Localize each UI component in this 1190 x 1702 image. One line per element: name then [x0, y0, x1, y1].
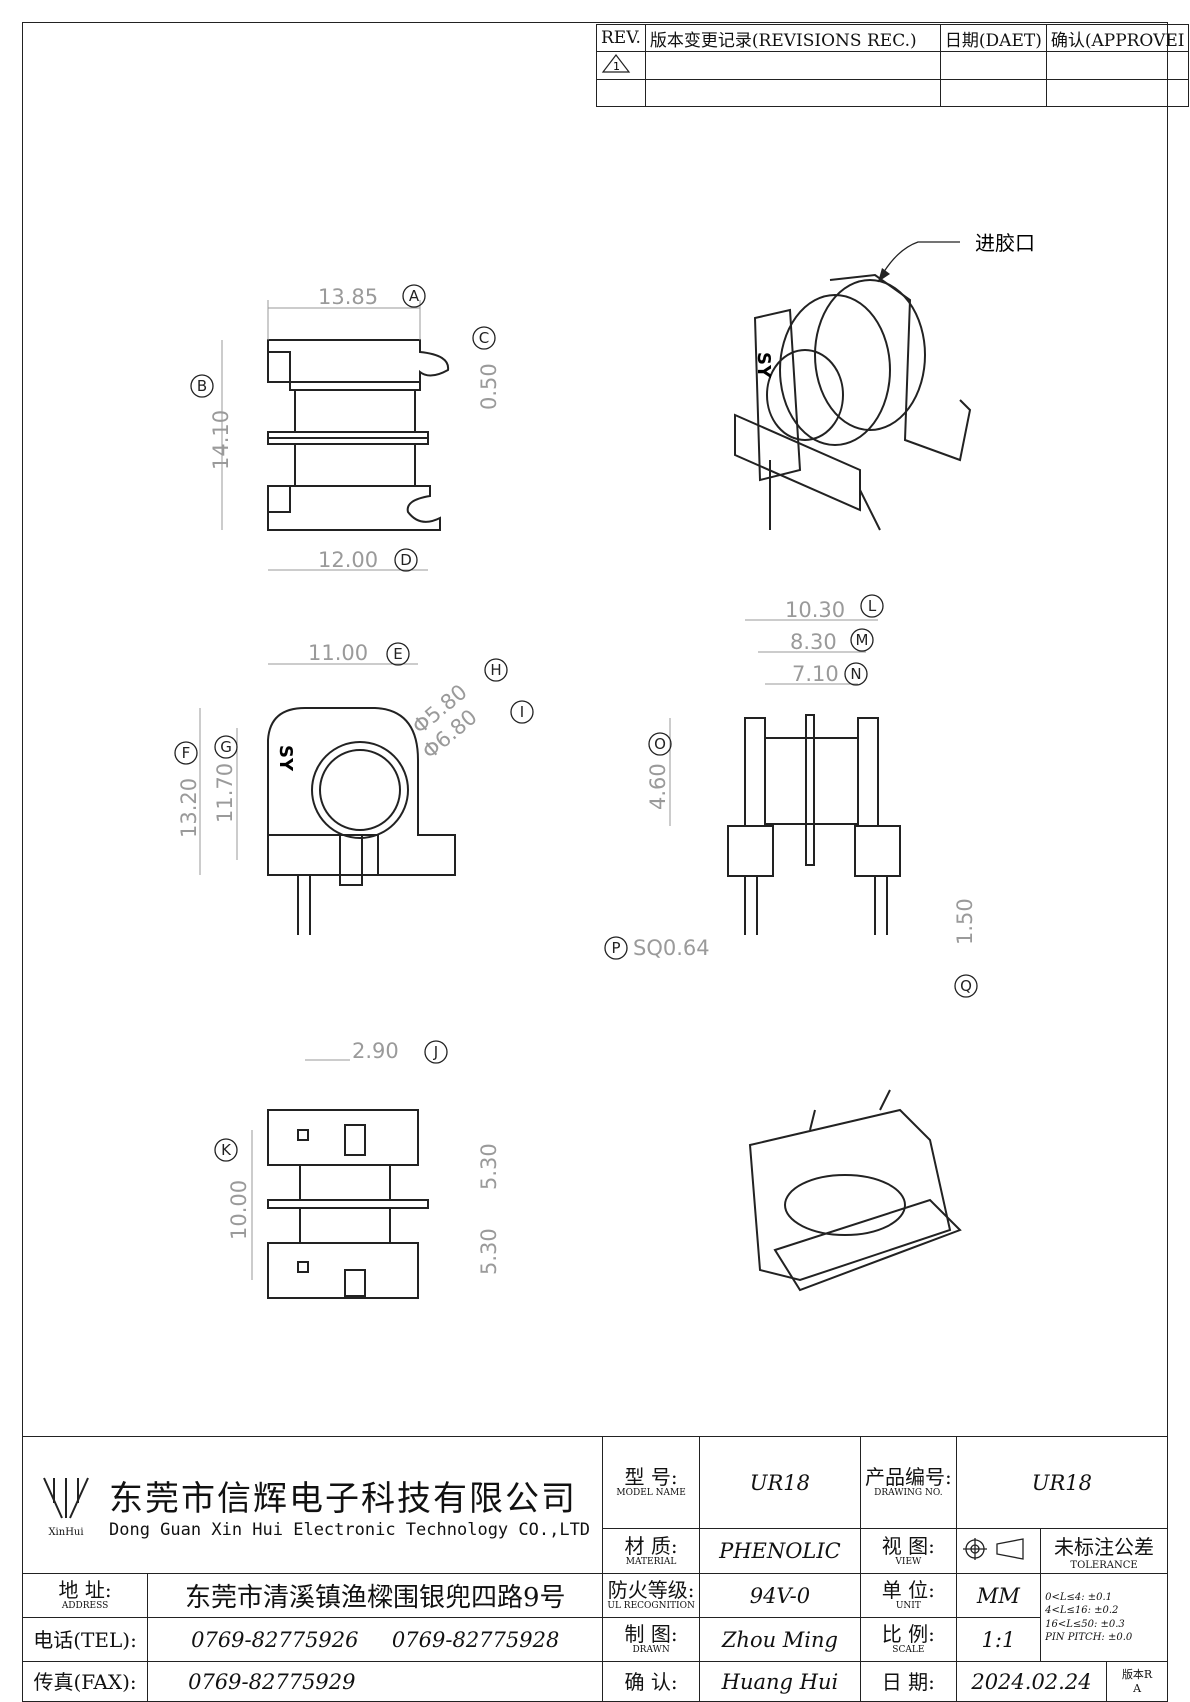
drawing-no-label: 产品编号:DRAWING NO.	[859, 1436, 957, 1529]
dim-front-height: 13.20	[177, 778, 201, 838]
dim-side-pin-len: 1.50	[953, 898, 977, 945]
confirm-value: Huang Hui	[698, 1661, 861, 1702]
scale-label: 比 例:SCALE	[859, 1617, 957, 1662]
dim-top-width: 13.85	[318, 285, 378, 309]
company-logo: XinHui	[24, 1473, 109, 1538]
dim-side-h: 4.60	[646, 763, 670, 810]
tag-g: G	[220, 738, 232, 756]
tag-p: P	[611, 939, 620, 957]
model-label: 型 号:MODEL NAME	[602, 1436, 700, 1529]
confirm-label: 确 认:	[602, 1661, 700, 1702]
revision-table: REV. 版本变更记录(REVISIONS REC.) 日期(DAET) 确认(…	[596, 24, 1190, 107]
unit-value: MM	[955, 1573, 1042, 1618]
fire-label: 防火等级:UL RECOGNITION	[602, 1573, 700, 1618]
tolerance-list: 0<L≤4: ±0.1 4<L≤16: ±0.2 16<L≤50: ±0.3 P…	[1040, 1573, 1168, 1662]
tag-h: H	[490, 661, 501, 679]
fax-label: 传真(FAX):	[21, 1661, 149, 1702]
dim-side-w3: 7.10	[792, 662, 839, 686]
callout-arrow-icon	[878, 268, 890, 282]
address-label: 地 址:ADDRESS	[21, 1573, 149, 1618]
dim-side-pin: SQ0.64	[633, 936, 710, 960]
date-value: 2024.02.24	[955, 1661, 1108, 1702]
fax-value: 0769-82775929	[147, 1661, 604, 1702]
front-view	[267, 707, 456, 935]
tag-o: O	[654, 735, 666, 753]
tag-q: Q	[960, 977, 972, 995]
dim-front-width: 11.00	[308, 641, 368, 665]
company-cell: XinHui 东莞市信辉电子科技有限公司 Dong Guan Xin Hui E…	[21, 1436, 604, 1574]
tel-values: 0769-82775926 0769-82775928	[147, 1617, 604, 1662]
dim-front-body: 11.70	[213, 763, 237, 823]
company-name-en: Dong Guan Xin Hui Electronic Technology …	[109, 1519, 591, 1540]
logo-text: XinHui	[48, 1526, 84, 1538]
bottom-view	[267, 1109, 429, 1299]
revision-header-row: REV. 版本变更记录(REVISIONS REC.) 日期(DAET) 确认(…	[596, 24, 1190, 52]
drawing-area: 13.85 14.10 0.50 12.00 11.00 13.20 11.70…	[174, 231, 1035, 1299]
top-view	[267, 339, 450, 531]
tolerance-header: 未标注公差 TOLERANCE	[1040, 1528, 1168, 1574]
scale-value: 1:1	[955, 1617, 1042, 1662]
iso-view-bottom	[748, 1089, 962, 1292]
date-label: 日 期:	[859, 1661, 957, 1702]
part-mark-iso: SY	[753, 352, 774, 379]
drawn-value: Zhou Ming	[698, 1617, 861, 1662]
dim-top-height: 14.10	[209, 410, 233, 470]
drawing-no-value: UR18	[955, 1436, 1169, 1529]
material-value: PHENOLIC	[698, 1528, 861, 1574]
material-label: 材 质:MATERIAL	[602, 1528, 700, 1574]
dim-bottom-pitch: 2.90	[352, 1039, 399, 1063]
tag-n: N	[850, 665, 861, 683]
dim-bottom-half1: 5.30	[477, 1143, 501, 1190]
xinhui-logo-icon	[43, 1477, 89, 1518]
tel-label: 电话(TEL):	[21, 1617, 149, 1662]
tag-e: E	[393, 645, 402, 663]
tag-c: C	[479, 329, 489, 347]
iso-view-top	[734, 273, 972, 531]
dim-top-gap: 0.50	[477, 363, 501, 410]
unit-label: 单 位:UNIT	[859, 1573, 957, 1618]
tag-k: K	[221, 1141, 232, 1159]
part-mark-front: SY	[275, 745, 296, 772]
dim-top-base: 12.00	[318, 548, 378, 572]
dim-bottom-span: 10.00	[227, 1180, 251, 1240]
tag-a: A	[409, 287, 420, 305]
date-col-header: 日期(DAET)	[939, 24, 1047, 52]
side-view	[727, 714, 901, 935]
approve-col-header: 确认(APPROVEI	[1045, 24, 1190, 52]
projection-symbol-icon	[955, 1528, 1042, 1574]
tag-i: I	[520, 703, 524, 721]
dim-side-w2: 8.30	[790, 630, 837, 654]
tag-l: L	[868, 597, 877, 615]
address-value: 东莞市清溪镇渔樑围银兜四路9号	[147, 1573, 604, 1618]
tag-m: M	[856, 631, 869, 649]
dim-side-w1: 10.30	[785, 598, 845, 622]
tag-f: F	[182, 744, 191, 762]
svg-text:1: 1	[613, 60, 620, 73]
company-name-cn: 东莞市信辉电子科技有限公司	[109, 1478, 577, 1519]
callout-gate: 进胶口	[975, 231, 1035, 255]
tag-b: B	[197, 377, 207, 395]
model-value: UR18	[698, 1436, 861, 1529]
tag-d: D	[400, 551, 412, 569]
title-block: XinHui 东莞市信辉电子科技有限公司 Dong Guan Xin Hui E…	[21, 1436, 1169, 1702]
callout-leader	[877, 241, 960, 283]
revision-row: 1	[596, 51, 1190, 80]
tag-j: J	[433, 1043, 438, 1061]
revision-row	[596, 79, 1190, 107]
revisions-col-header: 版本变更记录(REVISIONS REC.)	[644, 24, 941, 52]
fire-value: 94V-0	[698, 1573, 861, 1618]
view-label: 视 图:VIEW	[859, 1528, 957, 1574]
dim-bottom-half2: 5.30	[477, 1228, 501, 1275]
drawn-label: 制 图:DRAWN	[602, 1617, 700, 1662]
